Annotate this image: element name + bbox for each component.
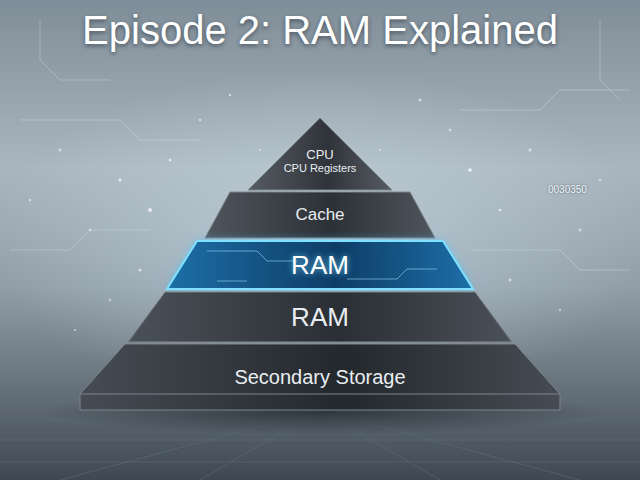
tier-label: RAM [291,251,349,280]
tier-label: Cache [295,206,344,225]
tier-label: Secondary Storage [234,366,405,388]
title-bar: Episode 2: RAM Explained [0,8,640,52]
tier-face [80,344,560,410]
storage-tier: Secondary Storage [80,344,560,410]
pyramid-apex: CPUCPU Registers [248,118,392,190]
tier-face [205,192,435,238]
ram-tier-highlighted: RAM [167,241,473,289]
ram-tier: RAM [128,292,512,342]
glow-halo [167,241,473,289]
cache-tier: Cache [205,192,435,238]
tier-face [128,292,512,342]
circuit-trace [207,251,437,281]
slab-edge [80,394,560,395]
tier-label: CPU [306,148,333,162]
tier-label: RAM [291,303,349,332]
tier-face [167,241,473,289]
tier-face [248,118,392,190]
title-text: Episode 2: RAM Explained [0,8,640,52]
background-digits: 0030350 [548,184,587,195]
tier-sublabel: CPU Registers [284,162,357,174]
